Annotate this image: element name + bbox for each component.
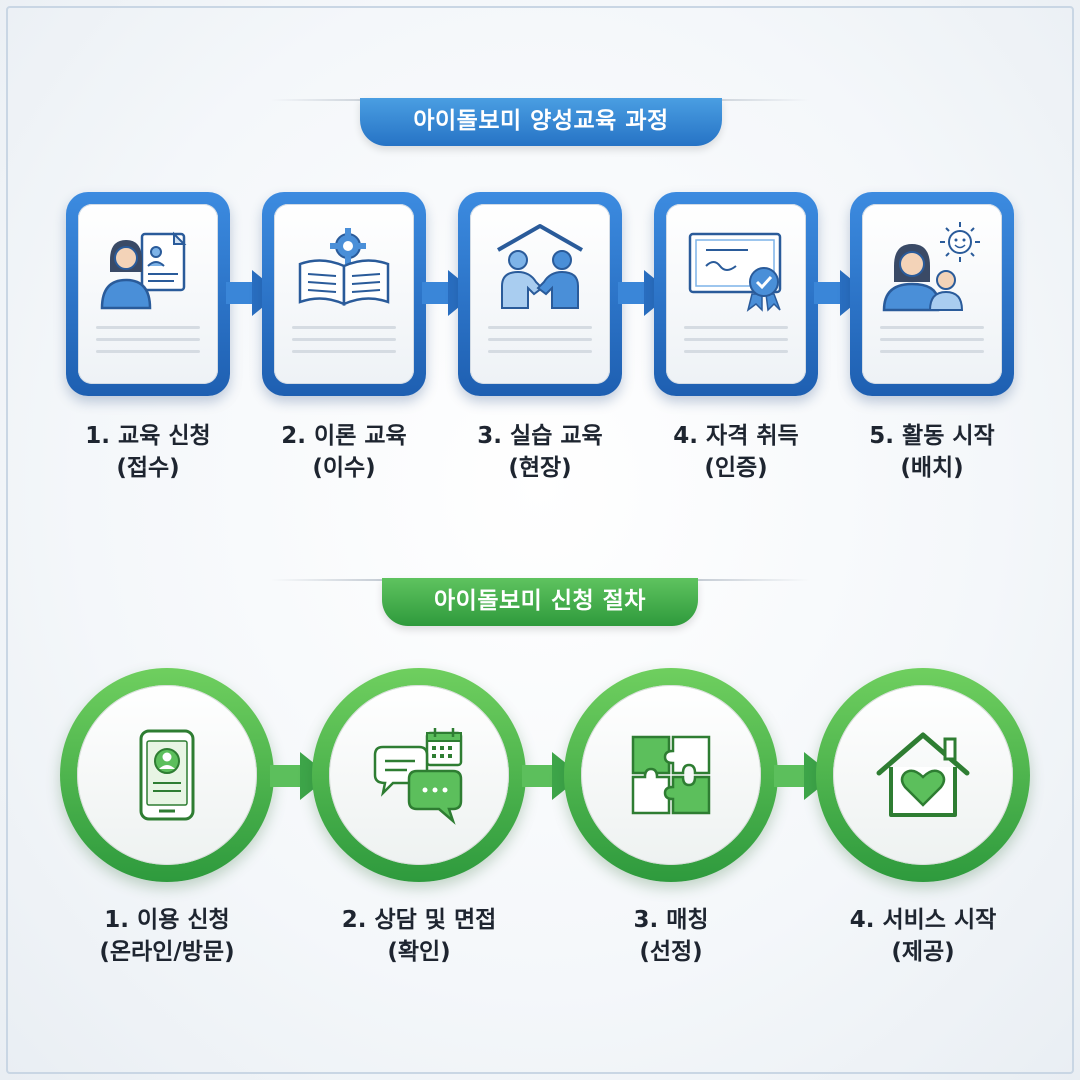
application-step-3-label: 3. 매칭 (선정)	[561, 904, 781, 968]
house-heart-icon	[876, 732, 970, 817]
application-step-3-circle	[564, 668, 778, 882]
education-step-1-card	[66, 192, 230, 396]
step-title: 1. 이용 신청	[104, 907, 230, 933]
step-subtitle: (제공)	[891, 939, 955, 965]
education-step-4-card	[654, 192, 818, 396]
education-step-5-card	[850, 192, 1014, 396]
step-title: 3. 매칭	[633, 907, 709, 933]
step-subtitle: (온라인/방문)	[99, 939, 235, 965]
step-title: 5. 활동 시작	[869, 423, 995, 449]
caregiver-child-icon	[882, 222, 980, 312]
education-step-1-label: 1. 교육 신청 (접수)	[38, 420, 258, 484]
step-title: 3. 실습 교육	[477, 423, 603, 449]
education-step-2-card	[262, 192, 426, 396]
step-subtitle: (인증)	[704, 455, 768, 481]
step-title: 2. 상담 및 면접	[341, 907, 497, 933]
education-step-3-card	[458, 192, 622, 396]
handshake-icon	[497, 224, 583, 309]
application-step-4-circle	[816, 668, 1030, 882]
education-step-5-label: 5. 활동 시작 (배치)	[822, 420, 1042, 484]
application-step-4-label: 4. 서비스 시작 (제공)	[813, 904, 1033, 968]
puzzle-icon	[631, 735, 711, 815]
step-subtitle: (배치)	[900, 455, 964, 481]
applicant-document-icon	[100, 231, 187, 310]
step-subtitle: (확인)	[387, 939, 451, 965]
chat-calendar-icon	[373, 728, 463, 825]
step-title: 1. 교육 신청	[85, 423, 211, 449]
step-subtitle: (선정)	[639, 939, 703, 965]
certificate-icon	[688, 232, 782, 312]
step-subtitle: (이수)	[312, 455, 376, 481]
application-step-1-label: 1. 이용 신청 (온라인/방문)	[57, 904, 277, 968]
application-section-header: 아이돌보미 신청 절차	[0, 576, 1080, 636]
education-step-2-label: 2. 이론 교육 (이수)	[234, 420, 454, 484]
education-section-header: 아이돌보미 양성교육 과정	[0, 96, 1080, 156]
education-section-title: 아이돌보미 양성교육 과정	[360, 98, 722, 146]
step-subtitle: (접수)	[116, 455, 180, 481]
book-gear-icon	[298, 228, 390, 306]
application-step-2-label: 2. 상담 및 면접 (확인)	[309, 904, 529, 968]
step-title: 4. 자격 취득	[673, 423, 799, 449]
education-step-3-label: 3. 실습 교육 (현장)	[430, 420, 650, 484]
step-title: 2. 이론 교육	[281, 423, 407, 449]
application-section-title: 아이돌보미 신청 절차	[382, 578, 698, 626]
step-subtitle: (현장)	[508, 455, 572, 481]
education-step-4-label: 4. 자격 취득 (인증)	[626, 420, 846, 484]
application-step-1-circle	[60, 668, 274, 882]
step-title: 4. 서비스 시작	[849, 907, 997, 933]
application-step-2-circle	[312, 668, 526, 882]
smartphone-profile-icon	[139, 729, 195, 821]
